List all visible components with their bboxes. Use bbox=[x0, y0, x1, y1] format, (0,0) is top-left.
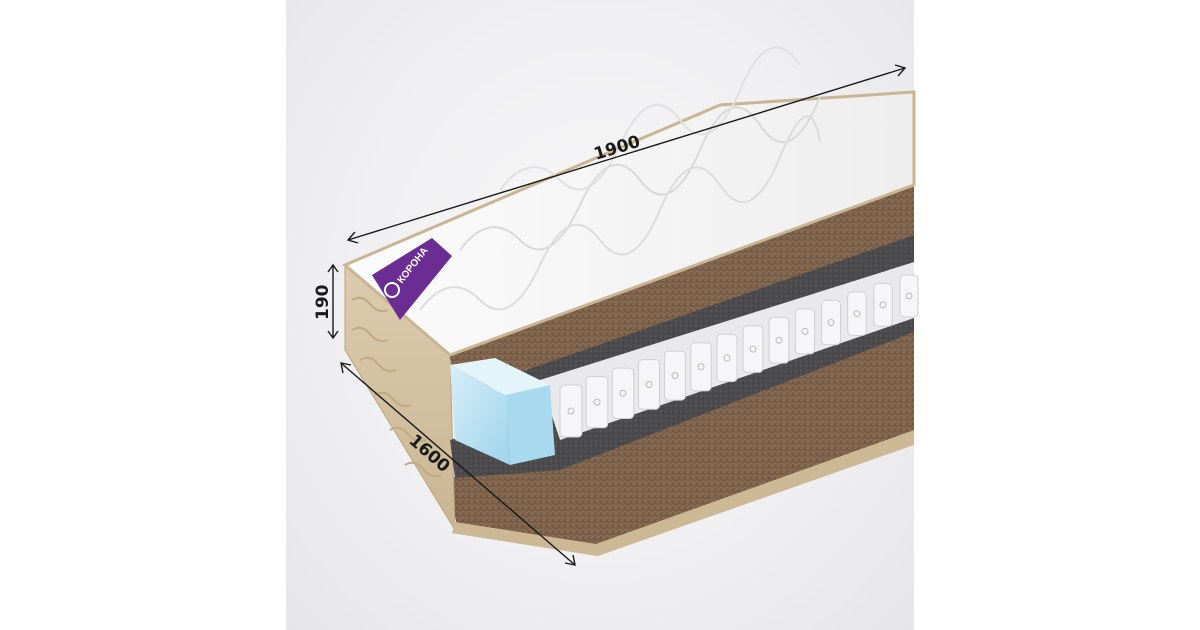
spring-pockets bbox=[559, 274, 919, 438]
spring-pocket bbox=[768, 316, 790, 364]
spring-pocket-logo-icon bbox=[697, 363, 705, 371]
spring-pocket-logo-icon bbox=[801, 327, 809, 335]
spring-pocket-logo-icon bbox=[645, 380, 653, 388]
spring-pocket-logo-icon bbox=[749, 345, 757, 353]
spring-pocket-logo-icon bbox=[905, 292, 913, 300]
height-label: 190 bbox=[313, 284, 333, 320]
brand-logo-icon bbox=[384, 282, 400, 298]
spring-pocket bbox=[716, 333, 738, 383]
spring-pocket-logo-icon bbox=[853, 310, 861, 318]
spring-pocket-logo-icon bbox=[671, 372, 679, 380]
spring-pocket bbox=[559, 384, 583, 438]
brand-ribbon: КОРОНА bbox=[372, 238, 452, 320]
spring-pocket bbox=[794, 308, 816, 355]
spring-pocket bbox=[637, 359, 661, 410]
dimension-height: 190 bbox=[313, 263, 339, 340]
spring-pocket-logo-icon bbox=[775, 336, 783, 344]
spring-pocket-logo-icon bbox=[567, 407, 575, 415]
spring-pocket bbox=[690, 342, 712, 392]
upper-coir-layer bbox=[450, 185, 914, 395]
spring-pocket bbox=[742, 325, 764, 373]
spring-pocket bbox=[873, 282, 893, 327]
spring-pocket-logo-icon bbox=[619, 389, 627, 397]
spring-pocket bbox=[899, 274, 919, 318]
foam-edge-block bbox=[450, 358, 555, 465]
spring-pocket bbox=[611, 367, 635, 420]
spring-pocket-logo-icon bbox=[879, 301, 887, 309]
spring-pocket-logo-icon bbox=[593, 398, 601, 406]
quilted-top-cover bbox=[342, 46, 916, 357]
spring-pocket bbox=[585, 376, 609, 429]
spring-pocket bbox=[664, 350, 686, 401]
spring-pocket bbox=[821, 299, 841, 346]
spring-pocket-logo-icon bbox=[827, 319, 835, 327]
spring-pocket-logo-icon bbox=[723, 354, 731, 362]
spring-pocket bbox=[847, 291, 867, 336]
